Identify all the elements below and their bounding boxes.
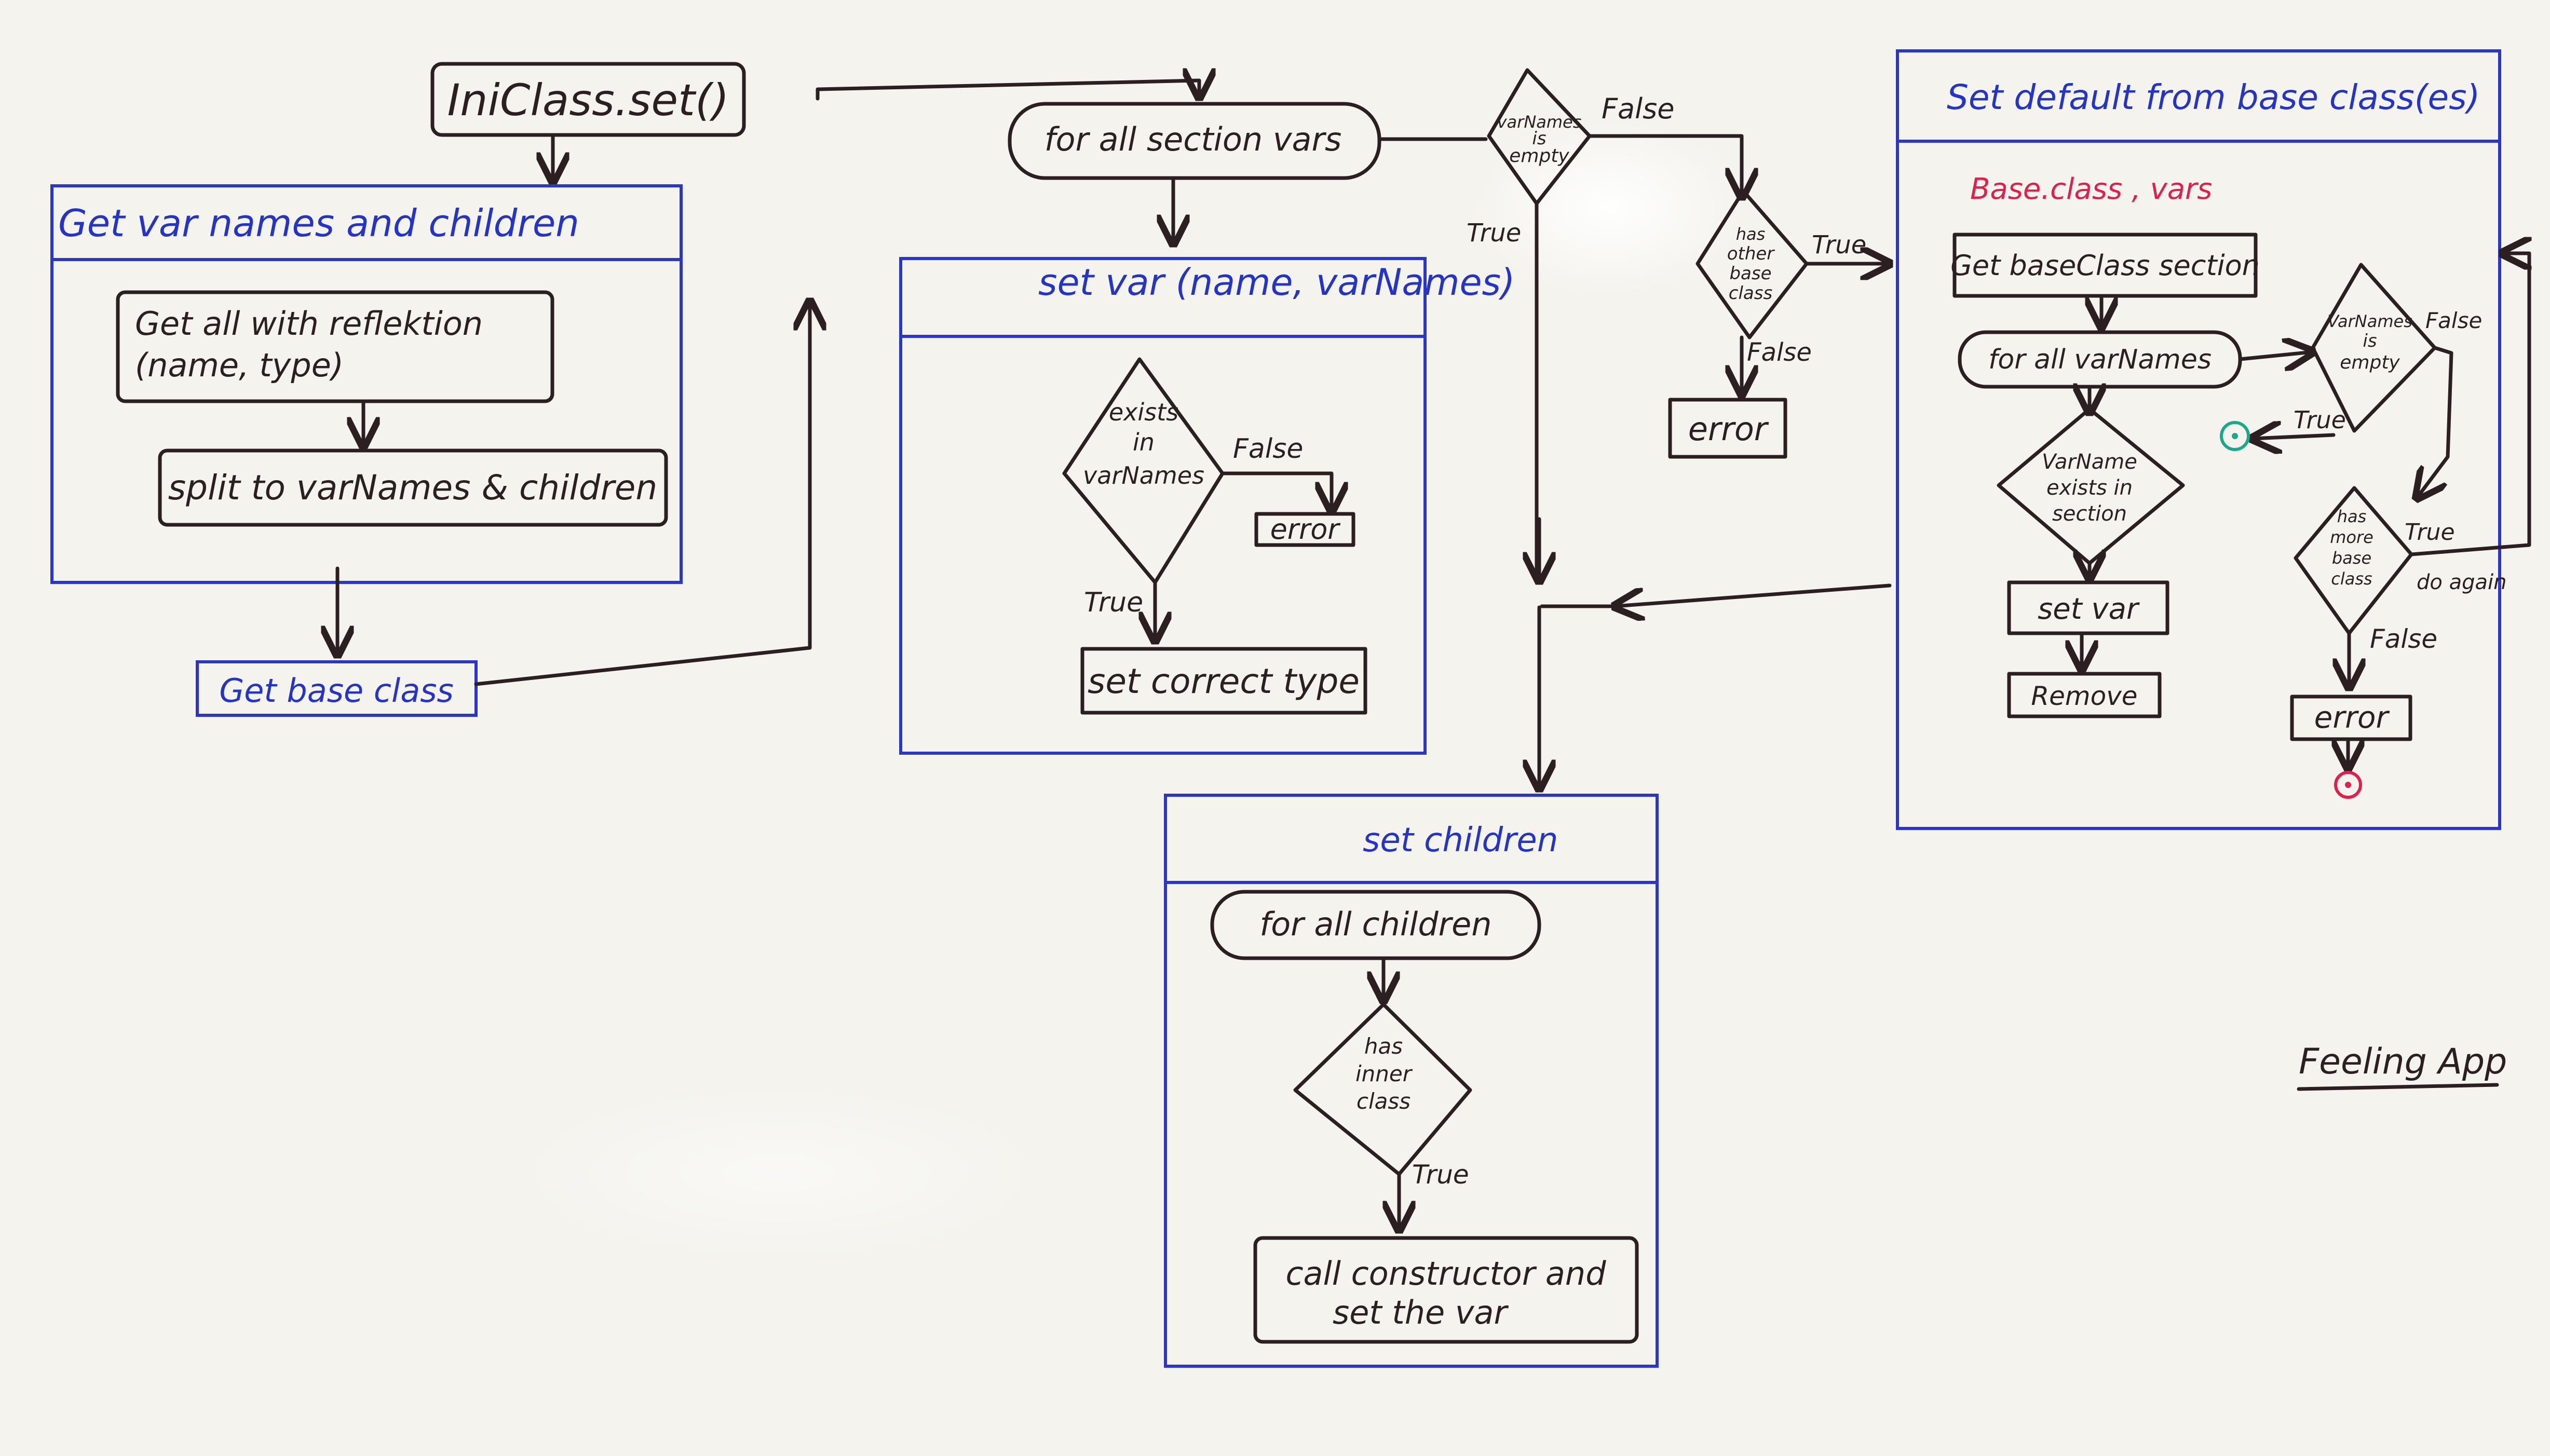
true-label: True: [1084, 587, 1143, 618]
decision-line1: varNames: [1497, 112, 1582, 132]
decision-line1: VarNames: [2327, 311, 2412, 331]
decision-line3: varNames: [1083, 461, 1204, 489]
end-state-dot: [2345, 782, 2351, 788]
panel-frame: [1896, 49, 2501, 830]
constructor-step: [1253, 1236, 1639, 1344]
do-again-label: do again: [2417, 570, 2506, 594]
action-line1: call constructor and: [1285, 1255, 1606, 1292]
decision-line3: base: [1729, 263, 1771, 284]
loop-label: for all children: [1259, 905, 1491, 943]
get-section-label: Get baseClass section: [1950, 249, 2260, 282]
panel-title: Get var names and children: [58, 201, 579, 245]
decision-line2: exists in: [2046, 476, 2133, 500]
empty-true-label: True: [2294, 406, 2346, 434]
panel-get-vars: Get var names and children Get all with …: [50, 184, 683, 584]
reflection-line2: (name, type): [135, 346, 344, 384]
decision-line3: base: [2332, 548, 2371, 568]
light-glare: [509, 1085, 1049, 1261]
true-label: True: [1467, 219, 1521, 248]
flow-arrow: [2238, 352, 2313, 359]
decision-line2: in: [1133, 428, 1155, 456]
decision-line4: class: [2331, 569, 2372, 589]
false-branch-arrow: [2417, 346, 2453, 498]
return-arrow: [1615, 583, 1892, 606]
panel-set-default: Set default from base class(es) Base.cla…: [1896, 49, 2529, 830]
decision-line2: other: [1727, 243, 1775, 264]
decision-line3: section: [2052, 502, 2127, 526]
loop-children: [1210, 890, 1541, 960]
decision-line3: class: [1357, 1088, 1410, 1114]
true-label: True: [1412, 1160, 1469, 1190]
false-label: False: [1233, 433, 1303, 465]
decision-line3: empty: [2340, 352, 2400, 373]
decision-other-base: [1696, 189, 1809, 339]
decision-line1: has: [1736, 224, 1766, 244]
signature-underline: [2297, 1083, 2499, 1091]
get-base-class-node: [196, 660, 478, 717]
start-node: [430, 62, 746, 137]
flow-arrow: [474, 301, 810, 686]
decision-line2: is: [2363, 331, 2377, 351]
panel-set-children: set children for all children has inner …: [1164, 794, 1659, 1368]
true-branch-arrow: [2409, 253, 2529, 556]
light-glare: [1474, 119, 1744, 296]
false-branch-arrow: [1220, 471, 1332, 511]
false-label: False: [1602, 92, 1675, 125]
start-label: IniClass.set(): [447, 75, 729, 126]
set-var-step: [2007, 580, 2169, 635]
panel-title: set children: [1363, 821, 1558, 860]
end-state-dot: [2232, 433, 2238, 439]
get-section-step: [1952, 233, 2258, 298]
false-branch-arrow: [1588, 134, 1742, 197]
decision-varnames-empty: [2311, 263, 2437, 433]
split-step: [158, 448, 668, 527]
panel-title: Set default from base class(es): [1947, 77, 2480, 117]
decision-line2: more: [2330, 527, 2373, 547]
error-node: [1254, 512, 1355, 547]
decision-line2: is: [1532, 128, 1546, 149]
more-true-label: True: [2405, 519, 2455, 546]
panel-set-var: set var (name, varNames) exists in varNa…: [899, 257, 1515, 755]
false-label: False: [1747, 338, 1812, 367]
loop-label: for all varNames: [1988, 344, 2212, 375]
set-var-label: set var: [2038, 592, 2140, 626]
error-label: error: [1688, 410, 1769, 448]
decision-line1: VarName: [2042, 450, 2137, 474]
error-label: error: [1270, 513, 1341, 546]
end-state-icon: [2220, 421, 2250, 451]
error-label: error: [2314, 700, 2390, 735]
decision-line4: class: [1729, 283, 1772, 304]
end-state-icon: [2334, 771, 2362, 799]
remove-step: [2007, 672, 2162, 718]
decision-line3: empty: [1509, 145, 1569, 167]
set-type-step: [1080, 647, 1367, 715]
decision-line2: inner: [1355, 1061, 1413, 1086]
loop-section-vars-label: for all section vars: [1045, 120, 1342, 158]
action-line2: set the var: [1333, 1294, 1509, 1331]
decision-line1: exists: [1109, 398, 1178, 426]
reflection-step: [116, 290, 554, 403]
panel-title: set var (name, varNames): [1038, 261, 1515, 304]
true-branch-arrow: [2252, 435, 2336, 439]
params-label: Base.class , vars: [1970, 172, 2212, 206]
get-base-class-label: Get base class: [219, 672, 454, 710]
decision-line1: has: [2337, 507, 2367, 526]
split-label: split to varNames & children: [168, 468, 657, 508]
decision-line1: has: [1364, 1033, 1403, 1059]
more-false-label: False: [2370, 624, 2437, 654]
panel-frame: [50, 184, 683, 584]
panel-frame: [1164, 794, 1659, 1368]
empty-false-label: False: [2425, 308, 2482, 333]
panel-frame: [899, 257, 1427, 755]
true-label: True: [1812, 230, 1866, 260]
reflection-line1: Get all with reflektion: [135, 305, 483, 343]
set-type-label: set correct type: [1088, 661, 1360, 701]
remove-label: Remove: [2031, 681, 2137, 711]
signature: Feeling App: [2299, 1041, 2507, 1082]
error-node: [1668, 398, 1787, 459]
flow-arrow: [816, 80, 1199, 99]
